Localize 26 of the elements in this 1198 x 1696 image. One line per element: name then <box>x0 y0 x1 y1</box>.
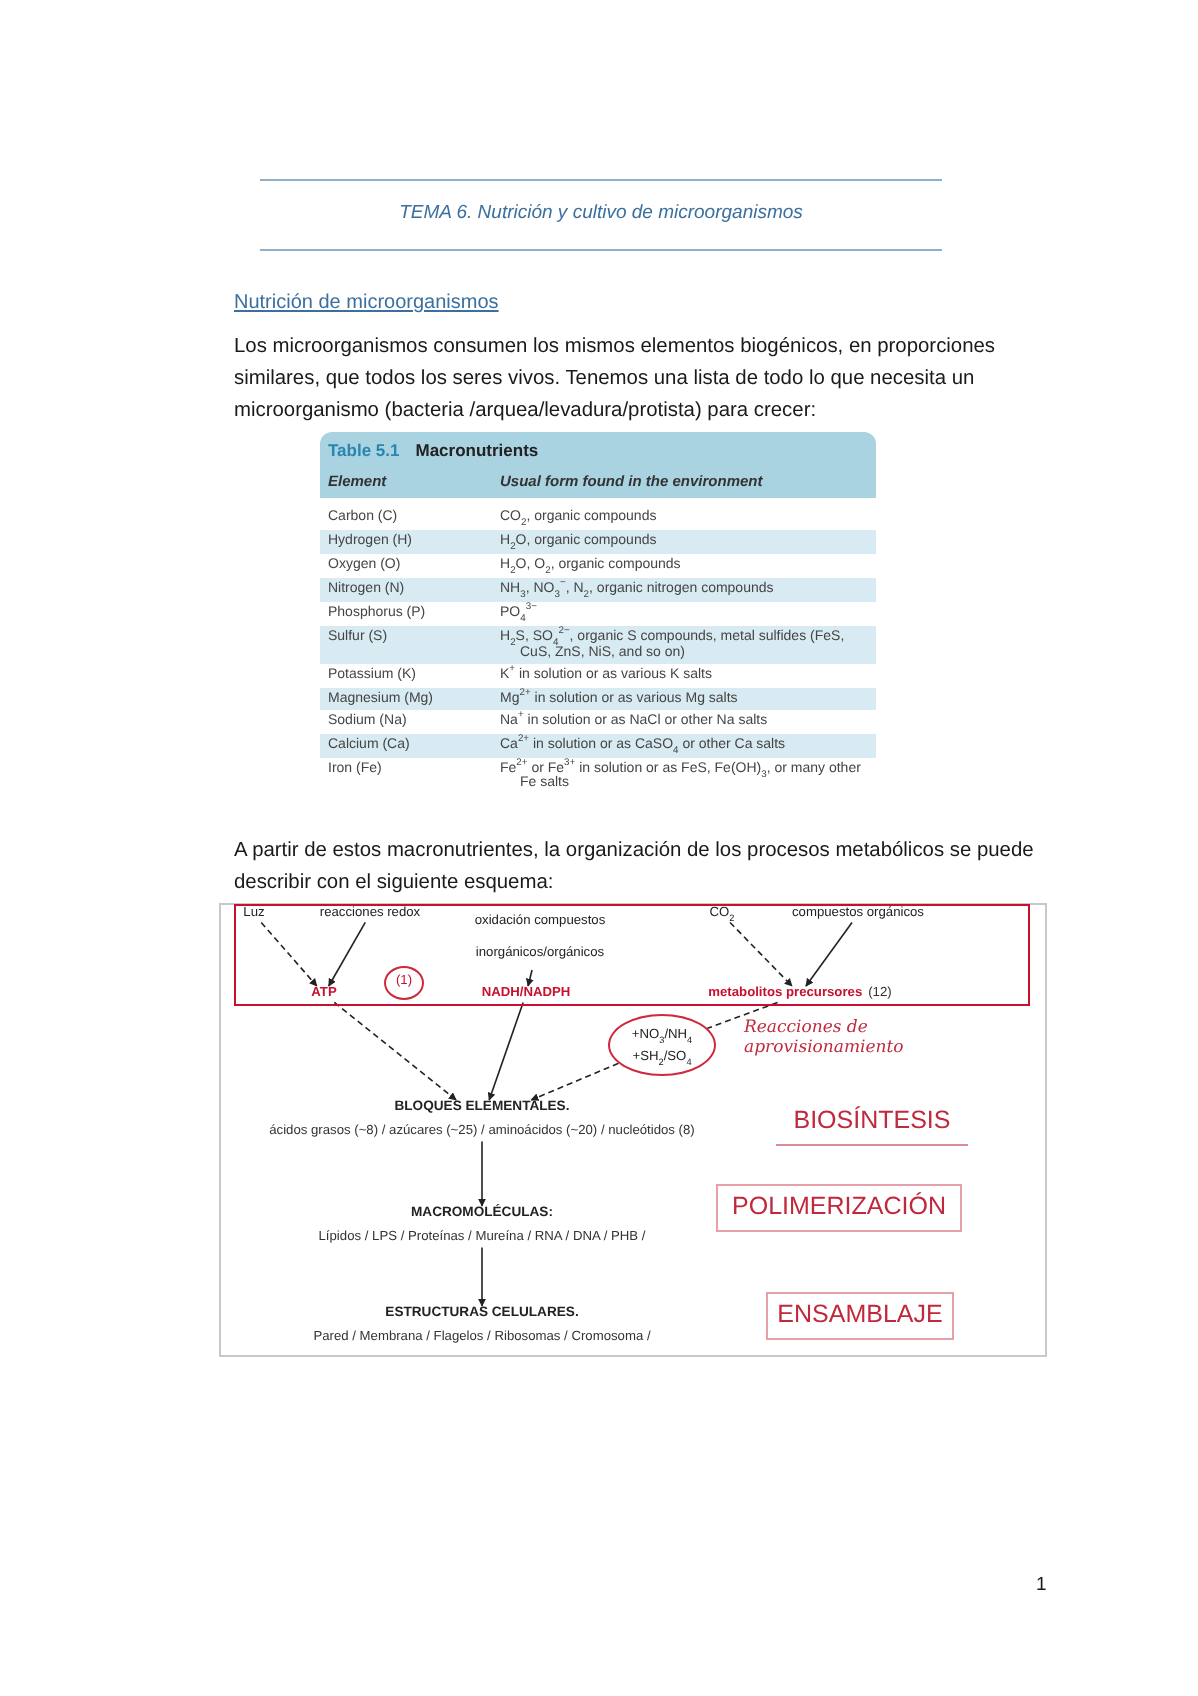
table-number: Table 5.1 <box>328 440 400 460</box>
arrow <box>805 921 853 987</box>
page-title: TEMA 6. Nutrición y cultivo de microorganismos <box>397 202 805 224</box>
arrow <box>729 921 793 987</box>
circled-reactions <box>608 1014 716 1076</box>
section-heading: Nutrición de microorganismos <box>234 292 499 314</box>
stage-box <box>716 1184 962 1232</box>
arrow <box>478 1246 486 1307</box>
arrow <box>478 1140 486 1207</box>
page-number: 1 <box>1036 1574 1047 1596</box>
paragraph: Los microorganismos consumen los mismos elementos biogénicos, en proporciones similares, que todos los seres vivos. Tenemos una lista de todo lo que necesita un microorganismo (bacteria /arquea/levadura/protista) para crecer: <box>234 334 998 427</box>
table-caption: Macronutrients <box>415 440 539 460</box>
arrow <box>525 969 534 987</box>
group-frame <box>234 904 1030 1006</box>
node-text: POLIMERIZACIÓN <box>730 1192 948 1224</box>
arrow <box>333 1001 457 1101</box>
node-text: BIOSÍNTESIS <box>791 1106 953 1138</box>
annotation-text: Reacciones de aprovisionamiento <box>744 1018 906 1058</box>
arrow <box>530 1062 620 1101</box>
circled-note <box>384 966 424 1000</box>
arrow <box>487 1001 524 1101</box>
paragraph: A partir de estos macronutrientes, la organización de los procesos metabólicos se puede describir con el siguiente esquema: <box>234 838 1036 899</box>
node-text: ENSAMBLAJE <box>775 1300 945 1332</box>
stage-box <box>766 1292 954 1340</box>
stage-heading <box>776 1106 968 1146</box>
arrow <box>327 921 367 987</box>
